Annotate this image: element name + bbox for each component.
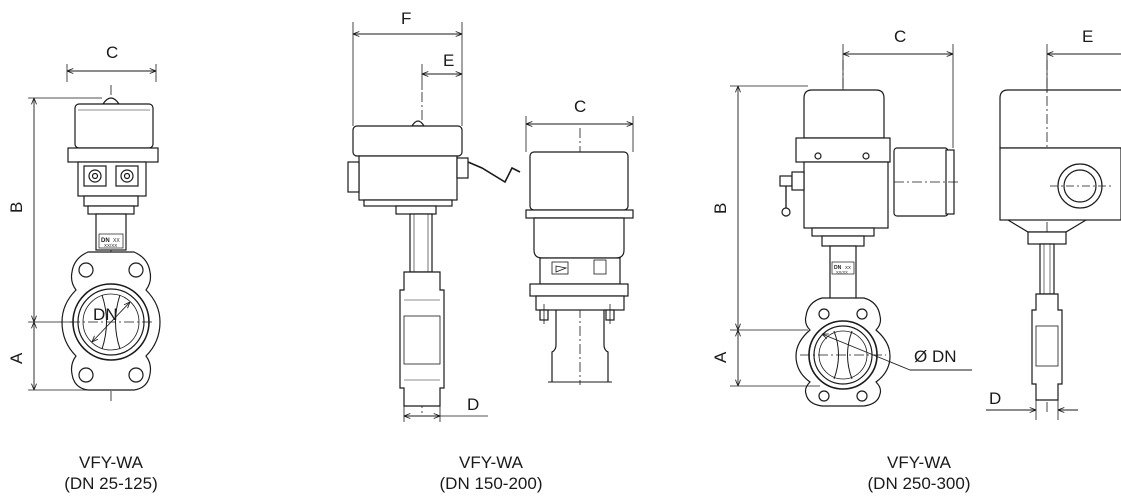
actuator-knob [410,120,426,127]
figure-dn250-300-front: DN XX XX/XX [730,44,972,407]
caption-dn150-200: VFY-WA (DN 150-200) [381,452,601,494]
figure-dn250-300-side [986,44,1121,420]
bolt-hole [128,367,144,383]
id-plate-code: XX [113,238,120,244]
dim-label-c: C [574,97,586,116]
valve-neck [829,245,857,305]
actuator-body [999,147,1121,221]
actuator-knob [101,97,121,105]
disc-edge [403,315,441,365]
actuator-body [358,155,458,201]
figure-dn25-125: C DN XX XX/XX [28,43,161,402]
dimension-dn-leader [822,334,911,371]
connector-icon [83,165,107,187]
dim-label-c: C [894,27,906,46]
dim-label-c: C [106,43,118,62]
actuator-body [533,217,625,259]
actuator-cover [74,103,154,149]
bolt-hole [856,308,868,320]
actuator-cover [529,151,629,211]
dimension-dn-leader [92,302,130,342]
id-plate-sub: XX/XX [104,243,117,248]
caption-dn250-300: VFY-WA (DN 250-300) [809,452,1029,494]
dim-label-f: F [401,9,411,28]
handwheel-icon [779,171,805,217]
caption-model: VFY-WA [459,453,523,472]
valve-neck [1039,243,1055,295]
cable-gland [456,157,469,179]
id-plate-dn: DN [101,238,110,244]
caption-range: (DN 25-125) [64,474,158,493]
valve-neck [409,213,433,273]
caption-model: VFY-WA [887,453,951,472]
dim-label-b: B [711,203,730,214]
caption-model: VFY-WA [79,453,143,472]
caption-range: (DN 250-300) [867,474,971,493]
valve-neck [551,310,609,382]
bolt-hole [818,308,830,320]
disc-edge [1035,325,1059,367]
dim-label-e: E [443,51,454,70]
actuator-flange [67,147,159,163]
actuator-cover [352,125,463,157]
bolt-hole [128,262,144,278]
bolt-hole [856,390,868,402]
bolt-icon [539,304,549,324]
actuator-flange [525,209,634,219]
bolt-hole [818,390,830,402]
id-plate [831,261,855,275]
actuator-body [803,161,889,229]
id-plate-code: XX [845,265,851,270]
cable [467,161,521,184]
dim-label-b: B [7,202,26,213]
actuator-cover [803,89,885,139]
dim-label-dn: DN [93,305,118,324]
figure-dn150-200-side [347,22,521,422]
id-plate-sub: XX/XX [836,270,848,275]
bolt-hole [78,262,94,278]
dim-label-e: E [1082,27,1093,46]
figure-dn150-200-front [525,116,634,385]
caption-range: (DN 150-200) [439,474,543,493]
id-plate-dn: DN [834,265,842,271]
bolt-hole [78,367,94,383]
dim-label-d: D [467,395,479,414]
dim-label-d: D [989,389,1001,408]
id-plate [98,233,124,249]
dim-label-a: A [7,352,26,364]
dimension-c [66,64,157,82]
caption-dn25-125: VFY-WA (DN 25-125) [1,452,221,494]
dim-label-dn: Ø DN [914,347,957,366]
actuator-cover [999,89,1121,148]
actuator-flange [795,137,891,163]
connector-icon [115,165,139,187]
bolt-icon [605,304,615,324]
dim-label-a: A [711,351,730,363]
